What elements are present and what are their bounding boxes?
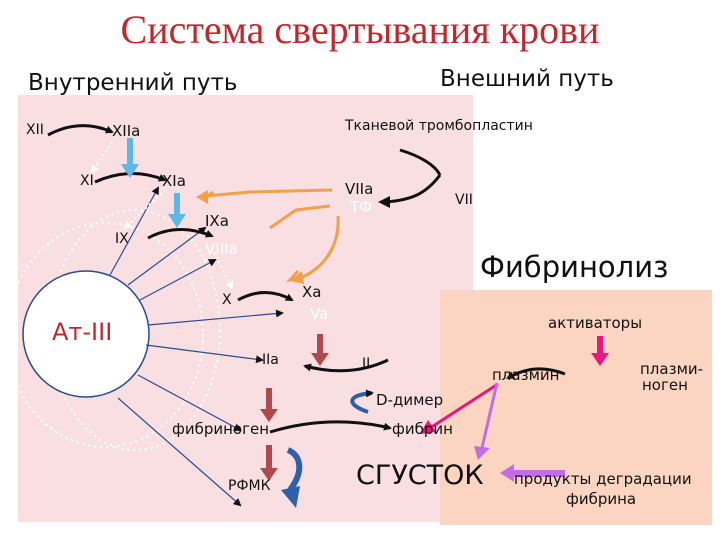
rfmk-cycle-arrowhead [281,486,300,508]
activators: активаторы [548,314,643,332]
rfmk-cycle-arrow [286,447,303,492]
factor-xa: Xa [302,283,322,301]
plasminogen-line1: плазми- [640,360,704,378]
factor-vii: VII [455,192,473,208]
orange-arrowhead-x [290,271,304,284]
factor-va: Va [310,305,329,323]
rfmk: РФМК [228,478,271,494]
fibrinolysis-area [440,290,712,525]
factor-xi: XI [80,173,94,189]
blue-arrows [121,138,186,228]
fibrinogen-to-fibrin-arc [269,420,392,434]
clot: СГУСТОК [356,460,484,491]
factor-xii: XII [26,122,44,138]
tissue-thromboplastin: Тканевой тромбопластин [345,118,533,134]
factor-ixa: IXa [205,212,229,230]
fibrinogen: фибриноген [172,420,269,438]
reaction-arcs [47,124,566,380]
fibrin: фибрин [392,420,453,438]
fdp-line2: фибрина [566,490,637,508]
factor-x: X [222,292,232,308]
antithrombin-iii: Ат-III [52,318,113,346]
fibrinolysis-label: Фибринолиз [480,250,669,284]
plasmin: плазмин [492,366,560,384]
tissue-factor: ТФ [350,198,373,216]
plasminogen-line2: ноген [642,376,688,394]
factor-xia: XIa [162,172,186,190]
at3-dotted-ring [6,222,204,448]
factor-ii: II [362,356,371,372]
dark-red-arrows [260,334,329,481]
page-title: Система свертывания крови [120,7,600,52]
extrinsic-pathway-label: Внешний путь [440,66,614,92]
extrinsic-arrowhead [378,196,390,208]
orange-arrowhead-xia [196,190,208,204]
intrinsic-pathway-label: Внутренний путь [28,70,238,96]
at3-circle [22,270,150,398]
conversion-lines [90,141,233,290]
factor-xiia: XIIa [112,122,141,140]
fdp-line1: продукты деградации [514,470,692,488]
extrinsic-lines [385,148,442,204]
d-dimer: D-димер [376,391,444,409]
magenta-arrows [420,336,609,434]
purple-arrows [474,382,565,482]
d-dimer-cycle-arrow [350,389,374,414]
at3-inhibition-lines [109,186,284,507]
factor-viia: VIIa [345,180,374,198]
factor-iia: IIa [262,352,279,368]
factor-viiia: VIIIa [205,240,238,258]
factor-ix: IX [115,231,129,247]
